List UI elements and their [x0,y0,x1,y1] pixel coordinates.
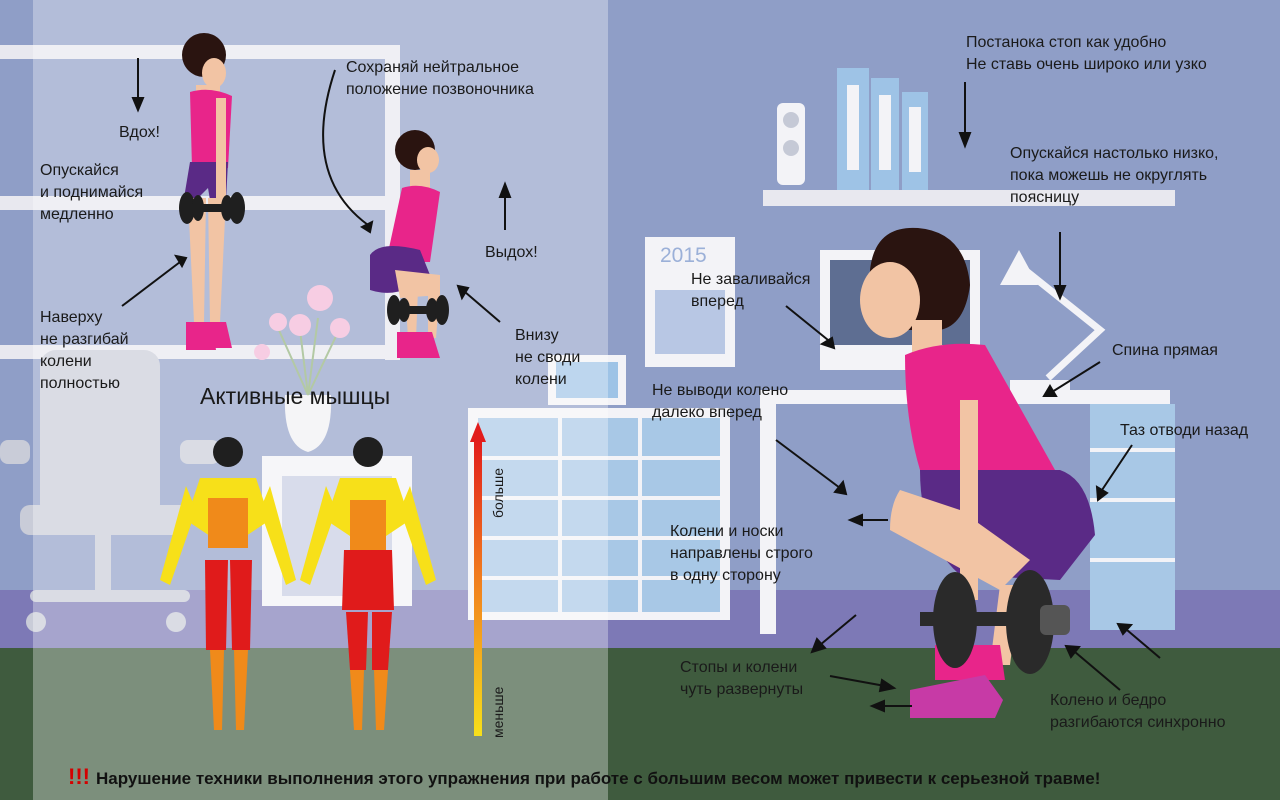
inhale-label: Вдох! [119,124,160,141]
warning-banner: !!! Нарушение техники выполнения этого уп… [68,764,1100,790]
flower-vase [254,285,350,452]
speaker [777,103,805,185]
top-knees-label: Наверху не разгибай колени полностью [40,309,129,392]
muscle-figure-front [160,437,296,730]
feet-position-label: Постанока стоп как удобно Не ставь очень… [966,34,1207,73]
bottom-knees-label: Внизу не своди колени [515,327,581,388]
knee-hip-sync-label: Колено и бедро разгибаются синхронно [1050,692,1226,731]
neutral-spine-label: Сохраняй нейтральное положение позвоночн… [346,59,534,98]
dresser [468,408,730,620]
exhale-label: Выдох! [485,244,538,261]
scale-less-label: меньше [490,686,506,738]
active-muscles-title: Активные мышцы [200,383,391,409]
calendar: 2015 [645,237,735,367]
binders [837,68,928,190]
office-chair [0,350,220,632]
no-lean-label: Не заваливайся вперед [691,271,811,310]
left-overlay-panel [33,0,608,800]
woman-squat-small [370,130,449,358]
lower-slowly-label: Опускайся и поднимайся медленно [40,162,144,223]
woman-standing [179,33,245,350]
muscle-figure-back [300,437,436,730]
woman-squat-large [860,227,1095,718]
warning-marks: !!! [68,764,90,789]
muscle-intensity-scale [470,422,486,736]
desk-lamp [1012,259,1106,381]
warning-text: Нарушение техники выполнения этого упраж… [95,769,1101,788]
hips-back-label: Таз отводи назад [1120,422,1249,439]
go-low-label: Опускайся настолько низко, пока можешь н… [1010,145,1219,206]
large-dumbbell [920,570,1070,674]
photo-frame [548,355,626,405]
scale-more-label: больше [490,468,506,518]
straight-back-label: Спина прямая [1112,342,1218,359]
pointer-arrows [121,58,1161,713]
wall-shelf [763,190,1175,206]
feet-turned-label: Стопы и колени чуть развернуты [680,659,804,698]
knees-toes-label: Колени и носки направлены строго в одну … [670,523,813,584]
calendar-year: 2015 [660,244,707,267]
knee-forward-label: Не выводи колено далеко вперед [652,382,789,421]
